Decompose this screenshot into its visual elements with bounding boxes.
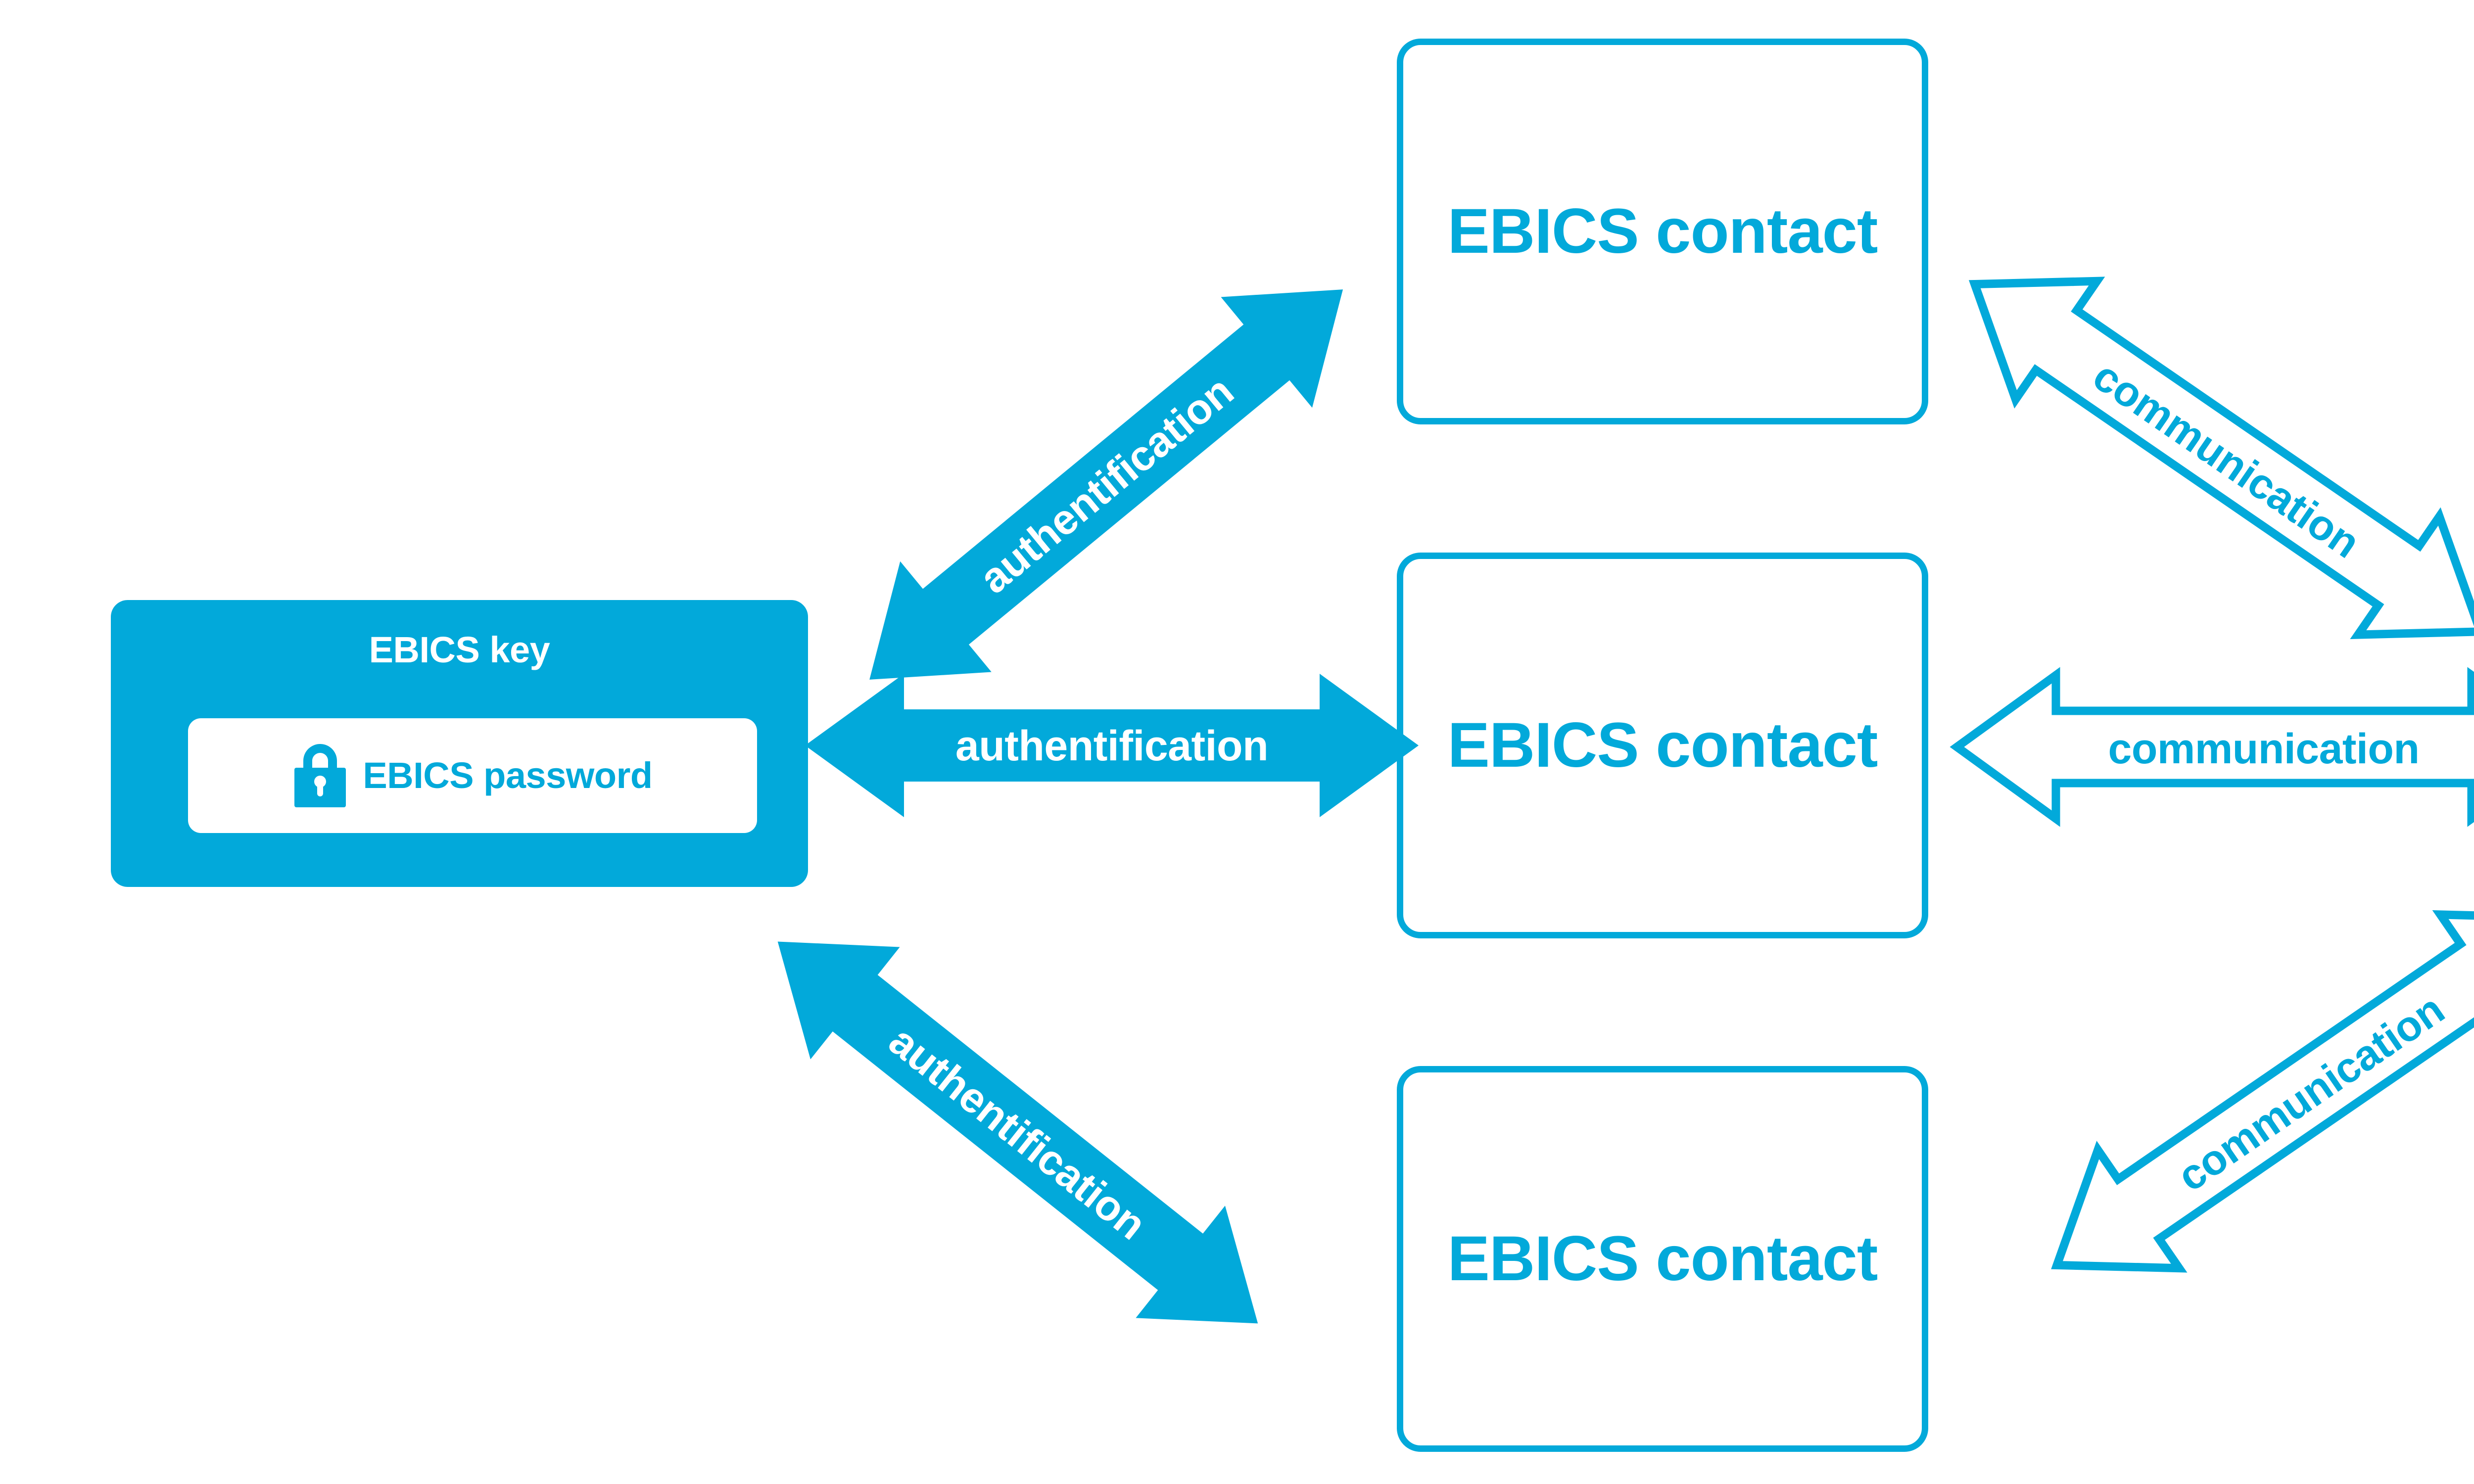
- lock-icon: [294, 744, 346, 807]
- arrow-label: communication: [2169, 985, 2453, 1201]
- arrow-authentification-bottom: authentification: [733, 885, 1303, 1380]
- ebics-contact-box-middle[interactable]: EBICS contact: [1397, 553, 1928, 938]
- arrow-authentification-middle: authentification: [805, 674, 1419, 817]
- arrow-label: communication: [2085, 352, 2368, 567]
- arrow-label: authentification: [955, 722, 1268, 770]
- ebics-password-field[interactable]: EBICS password: [188, 718, 757, 833]
- arrow-communication-top: communication: [1934, 225, 2474, 691]
- ebics-contact-box-top[interactable]: EBICS contact: [1397, 39, 1928, 424]
- ebics-key-card: EBICS key EBICS password: [111, 600, 808, 887]
- arrow-shape: [1957, 675, 2474, 819]
- arrow-shape: [824, 234, 1389, 735]
- arrow-communication-bottom: communication: [2016, 859, 2474, 1324]
- arrow-shape: [805, 674, 1419, 817]
- arrow-authentification-top: authentification: [824, 234, 1389, 735]
- arrow-label: authentification: [880, 1017, 1155, 1249]
- arrow-communication-middle: communication: [1957, 675, 2474, 819]
- ebics-contact-label: EBICS contact: [1447, 196, 1878, 267]
- arrow-shape: [733, 885, 1303, 1380]
- arrow-label: authentification: [971, 367, 1242, 603]
- ebics-key-title: EBICS key: [369, 629, 550, 670]
- ebics-password-label: EBICS password: [363, 755, 653, 796]
- ebics-contact-label: EBICS contact: [1447, 710, 1878, 781]
- arrow-shape: [1934, 225, 2474, 691]
- ebics-contact-box-bottom[interactable]: EBICS contact: [1397, 1066, 1928, 1452]
- arrow-label: communication: [2108, 725, 2419, 773]
- arrow-shape: [2016, 859, 2474, 1324]
- ebics-contact-label: EBICS contact: [1447, 1223, 1878, 1294]
